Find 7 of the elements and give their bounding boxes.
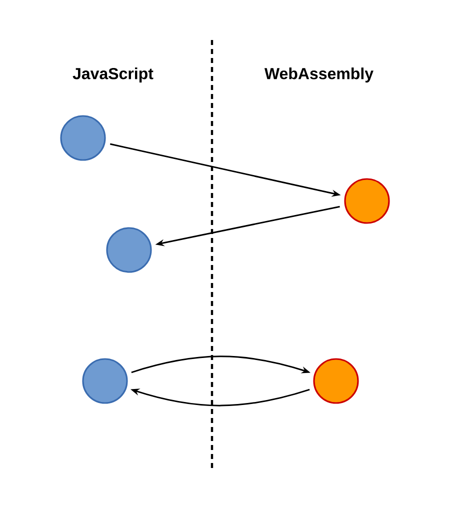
circle-node (82, 358, 128, 404)
column-heading: WebAssembly (264, 68, 374, 82)
circle-node (313, 358, 359, 404)
circle-node (60, 115, 106, 161)
circle-node (344, 178, 390, 224)
column-heading: JavaScript (72, 68, 154, 82)
circle-node (106, 227, 152, 273)
